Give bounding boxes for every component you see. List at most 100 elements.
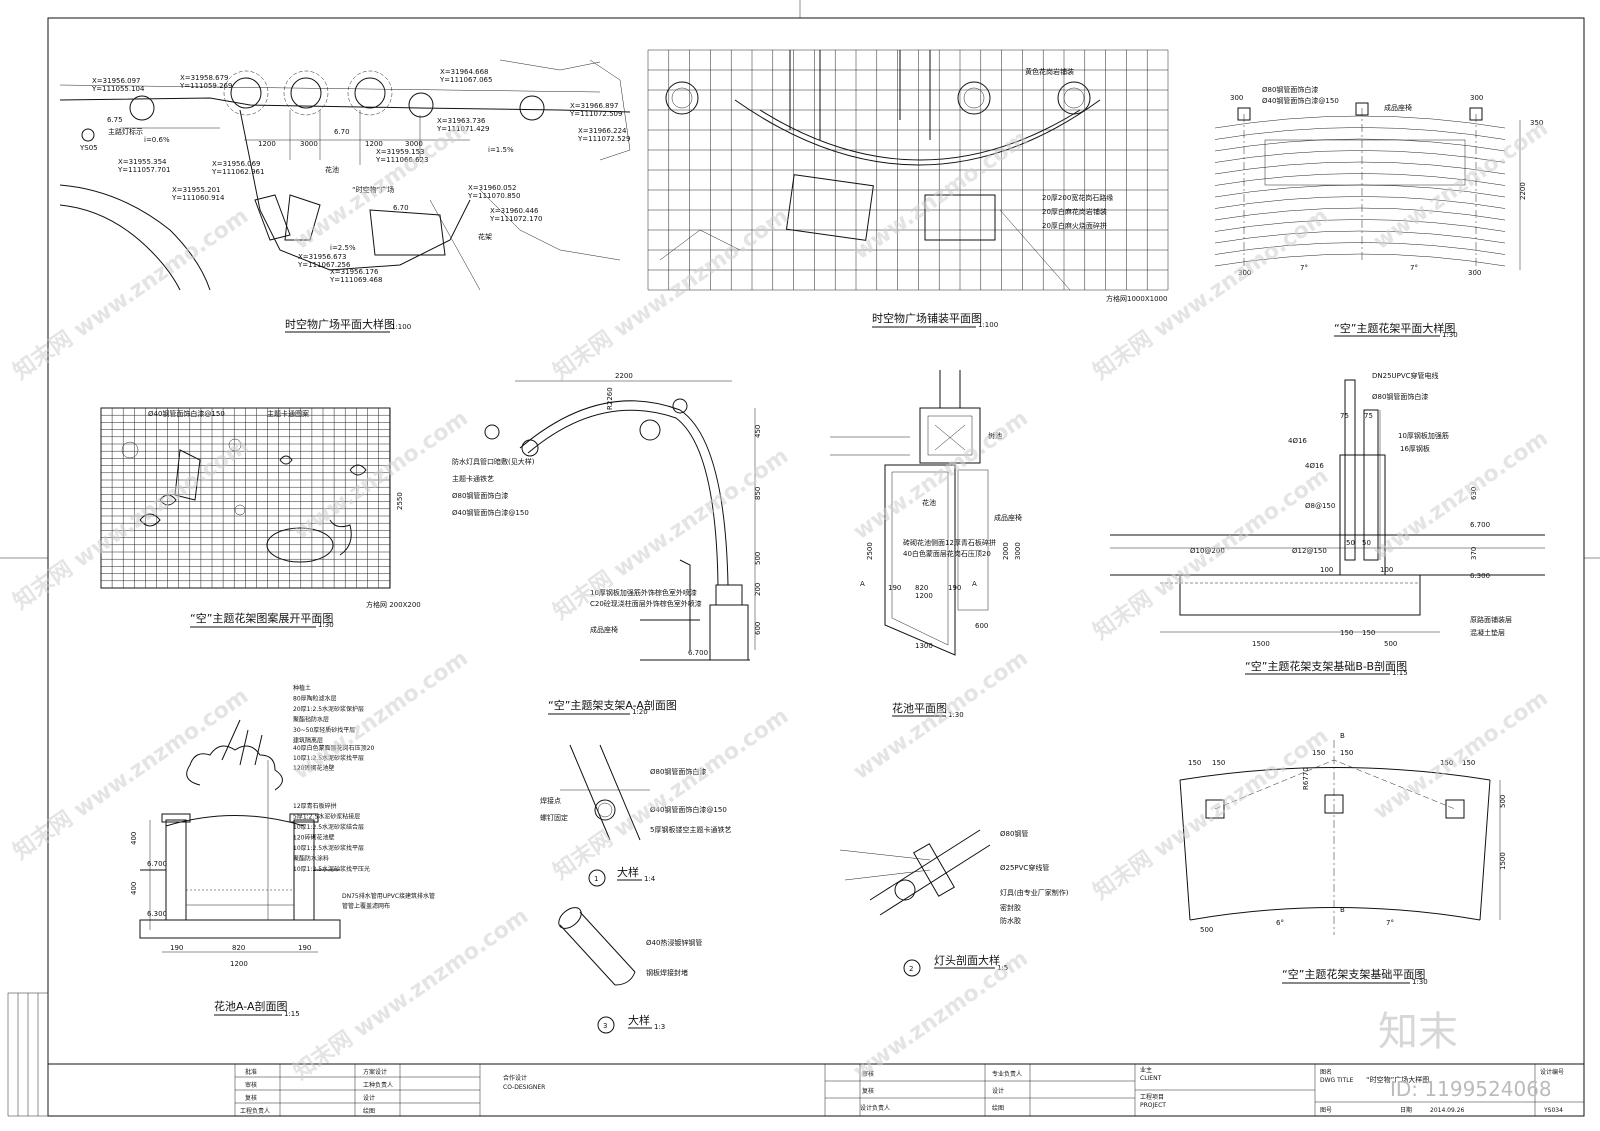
section-dim: 2200 xyxy=(615,372,633,380)
tb-client: 业主 xyxy=(1140,1066,1152,1074)
detail-3 xyxy=(558,907,636,1034)
detail1-label: Ø40钢管面饰白漆@150 xyxy=(650,805,727,814)
coord-label: X=31966.224 xyxy=(578,127,627,135)
fplan-dim: 7° xyxy=(1386,919,1394,927)
tb-date-label: 日期 xyxy=(1400,1106,1412,1114)
fplan-dim: 150 xyxy=(1340,749,1353,757)
plaza-plan-title: 时空物广场平面大样图 1:100 xyxy=(285,317,411,333)
tb-date: 2014.09.26 xyxy=(1430,1107,1465,1114)
elevation-label: 6.70 xyxy=(334,128,350,136)
coord-label: Y=111062.961 xyxy=(211,168,264,176)
pergola-plan-title: “空”主题花架平面大样图 1:30 xyxy=(1334,321,1458,339)
pattern-plan xyxy=(100,407,391,589)
foundation-dim: 100 xyxy=(1320,566,1333,574)
paving-plan-title: 时空物广场铺装平面图 1:100 xyxy=(872,311,998,329)
pergola-plan-scale: 1:30 xyxy=(1442,331,1458,339)
foundation-plan xyxy=(1179,740,1501,935)
pergola-slat xyxy=(1214,207,1506,221)
planter-dim: 1300 xyxy=(915,642,933,650)
shrub-icon xyxy=(186,745,283,791)
pergola-plan-title-text: “空”主题花架平面大样图 xyxy=(1334,321,1455,335)
detail3-label: 钢板焊接封堵 xyxy=(646,968,688,977)
detail-3-number-bubble xyxy=(597,1016,615,1034)
pergola-label: Ø40钢管面饰白漆@150 xyxy=(1262,96,1339,105)
lamp-label: Ø25PVC穿线管 xyxy=(1000,863,1049,872)
pergola-section xyxy=(484,380,756,661)
fplan-mark: B xyxy=(1340,732,1345,740)
foundation-dim: 75 xyxy=(1364,412,1373,420)
coord-label: Y=111060.914 xyxy=(171,194,225,202)
coord-label: Y=111057.701 xyxy=(117,166,170,174)
section-label: Ø40钢管面饰白漆@150 xyxy=(452,508,529,517)
watermark-text: www.znzmo.com xyxy=(1369,426,1553,565)
foundation-section-title: “空”主题花架支架基础B-B剖面图 1:15 xyxy=(1245,659,1408,677)
coord-label: Y=111070.850 xyxy=(467,192,520,200)
coord-label: Y=111071.429 xyxy=(436,125,489,133)
dim-label: 7° xyxy=(1300,264,1308,272)
planter-label: 成品座椅 xyxy=(994,513,1022,522)
dim-label: 2200 xyxy=(1519,182,1527,200)
foundation-label: Ø8@150 xyxy=(1305,502,1335,510)
planter-section-label: 聚酯防水涂料 xyxy=(293,855,329,863)
watermark-text: 知末网 www.znzmo.com xyxy=(289,903,534,1085)
planter-section-label: 10厚1:2.5水泥砂浆找平压光 xyxy=(293,865,370,873)
section-dim: 600 xyxy=(754,622,762,635)
pergola-slat xyxy=(1214,115,1506,129)
coord-label: X=31959.153 xyxy=(376,148,425,156)
pattern-label: Ø40钢管面饰白漆@150 xyxy=(148,409,225,418)
pattern-plan-title-text: “空”主题花架图案展开平面图 xyxy=(190,611,333,625)
dim-label: 300 xyxy=(1230,94,1243,102)
tb-cell: 批准 xyxy=(245,1068,257,1076)
foundation-elevation: 6.700 xyxy=(1470,521,1490,529)
fplan-dim: 1500 xyxy=(1499,852,1507,870)
tb-project: 工程项目 xyxy=(1140,1093,1164,1101)
dim-label: 7° xyxy=(1410,264,1418,272)
tb-dwg-title: “时空物”广场大样图 xyxy=(1366,1075,1429,1084)
plaza-trees xyxy=(81,70,545,142)
planter-section-label: 80厚陶粒滤水层 xyxy=(293,695,337,703)
planter-label: 40白色蒙面层花岗石压顶20 xyxy=(903,549,991,558)
coord-label: X=31958.679 xyxy=(180,74,229,82)
foundation-plan-scale: 1:30 xyxy=(1412,978,1428,986)
watermark-logo: 知末 xyxy=(1378,1009,1458,1055)
planter-section-label: 10厚1:2.5水泥砂浆找平层 xyxy=(293,754,364,762)
tb-codesign: 合作设计 xyxy=(503,1074,527,1082)
foundation-dim: 50 xyxy=(1362,539,1371,547)
planter-section-label: 20厚1:2.5水泥砂浆保护层 xyxy=(293,705,364,713)
coord-label: Y=111067.065 xyxy=(439,76,492,84)
pergola-section-scale: 1:20 xyxy=(632,708,648,716)
detail-callout-1-icon xyxy=(672,398,688,414)
tb-cell: 绘图 xyxy=(363,1107,375,1115)
slope-label: i=2.5% xyxy=(330,244,356,252)
label: 花架 xyxy=(478,232,492,241)
foundation-label: 10厚钢板加强筋 xyxy=(1398,431,1449,440)
elevation-label: 6.75 xyxy=(107,116,123,124)
planter-sec-dim: 820 xyxy=(232,944,245,952)
tb-sheet-label: 图号 xyxy=(1320,1107,1332,1114)
foundation-label: 原路面铺装层 xyxy=(1470,615,1512,624)
coord-label: Y=111066.623 xyxy=(375,156,428,164)
planter-section-label: DN75排水管用UPVC接建筑排水管 xyxy=(342,892,435,900)
coord-label: Y=111072.529 xyxy=(577,135,630,143)
planter-section-label: 种植土 xyxy=(293,684,311,692)
foundation-plan-title-text: “空”主题花架支架基础平面图 xyxy=(1282,967,1425,981)
coord-label: X=31956.176 xyxy=(330,268,379,276)
coord-label: X=31964.668 xyxy=(440,68,489,76)
planter-dim: 1200 xyxy=(915,592,933,600)
tb-cell: 复核 xyxy=(862,1087,874,1095)
planter-section-label: 10厚1:2.5水泥砂浆结合层 xyxy=(293,823,364,831)
tb-cell: 审核 xyxy=(862,1070,874,1078)
plaza-plan-scale: 1:100 xyxy=(391,323,411,331)
foundation-dim: 75 xyxy=(1340,412,1349,420)
lamp-label: 灯具(由专业厂家制作) xyxy=(1000,888,1069,897)
foundation-dim: 500 xyxy=(1384,640,1397,648)
foundation-section xyxy=(1110,379,1545,633)
foundation-label: 混凝土垫层 xyxy=(1470,628,1505,637)
section-label: 10厚钢板加强筋外饰棕色室外喷漆 xyxy=(590,588,697,597)
tb-cell: 复核 xyxy=(245,1094,257,1102)
ref-bubble-icon xyxy=(81,128,95,142)
tb-client-en: CLIENT xyxy=(1140,1075,1162,1082)
section-dim: 500 xyxy=(754,552,762,565)
tb-cell: 绘图 xyxy=(992,1104,1004,1112)
